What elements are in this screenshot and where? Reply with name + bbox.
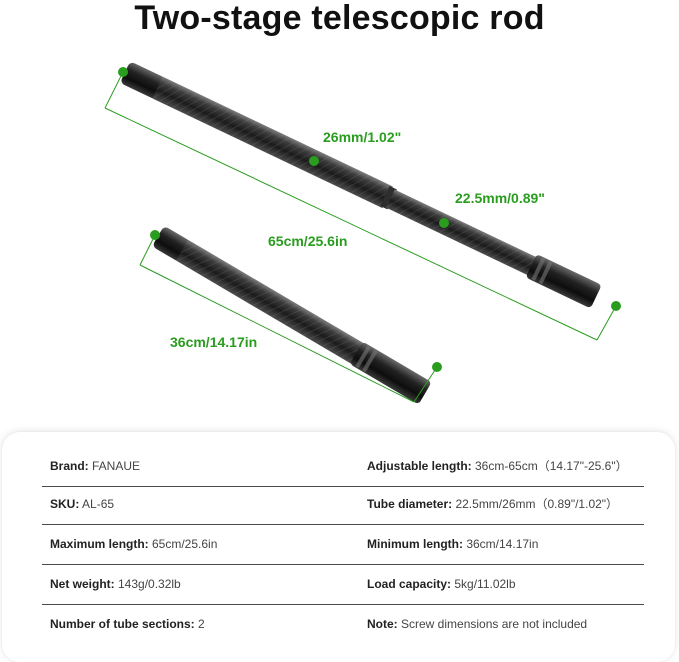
spec-cell: SKU: AL-65 xyxy=(50,497,115,511)
spec-table: Brand: FANAUE Adjustable length: 36cm-65… xyxy=(2,432,675,662)
dimension-points xyxy=(118,67,621,372)
dimension-lines xyxy=(104,71,617,403)
collapsed-length-label: 36cm/14.17in xyxy=(170,334,257,350)
spec-cell: Note: Screw dimensions are not included xyxy=(367,617,588,631)
spec-cell: Adjustable length: 36cm-65cm（14.17"-25.6… xyxy=(367,459,628,473)
spec-row: Brand: FANAUE Adjustable length: 36cm-65… xyxy=(42,446,644,487)
spec-row: Maximum length: 65cm/25.6in Minimum leng… xyxy=(42,524,644,565)
extended-rod xyxy=(121,62,601,308)
spec-cell: Brand: FANAUE xyxy=(50,459,141,473)
spec-cell: Minimum length: 36cm/14.17in xyxy=(367,537,539,551)
spec-cell: Load capacity: 5kg/11.02lb xyxy=(367,577,516,591)
spec-row: Number of tube sections: 2 Note: Screw d… xyxy=(42,604,644,644)
spec-cell: Maximum length: 65cm/25.6in xyxy=(50,537,218,551)
page-title: Two-stage telescopic rod xyxy=(134,0,545,37)
spec-cell: Number of tube sections: 2 xyxy=(50,617,205,631)
collapsed-rod xyxy=(153,227,431,404)
diameter-small-label: 22.5mm/0.89" xyxy=(455,190,545,206)
product-image: 26mm/1.02" 22.5mm/0.89" 65cm/25.6in 36cm… xyxy=(0,40,679,440)
spec-cell: Tube diameter: 22.5mm/26mm（0.89"/1.02"） xyxy=(367,497,619,511)
spec-row: Net weight: 143g/0.32lb Load capacity: 5… xyxy=(42,564,644,605)
extended-length-label: 65cm/25.6in xyxy=(268,233,347,249)
spec-row: SKU: AL-65 Tube diameter: 22.5mm/26mm（0.… xyxy=(42,484,644,525)
spec-cell: Net weight: 143g/0.32lb xyxy=(50,577,181,591)
diameter-large-label: 26mm/1.02" xyxy=(323,129,401,145)
